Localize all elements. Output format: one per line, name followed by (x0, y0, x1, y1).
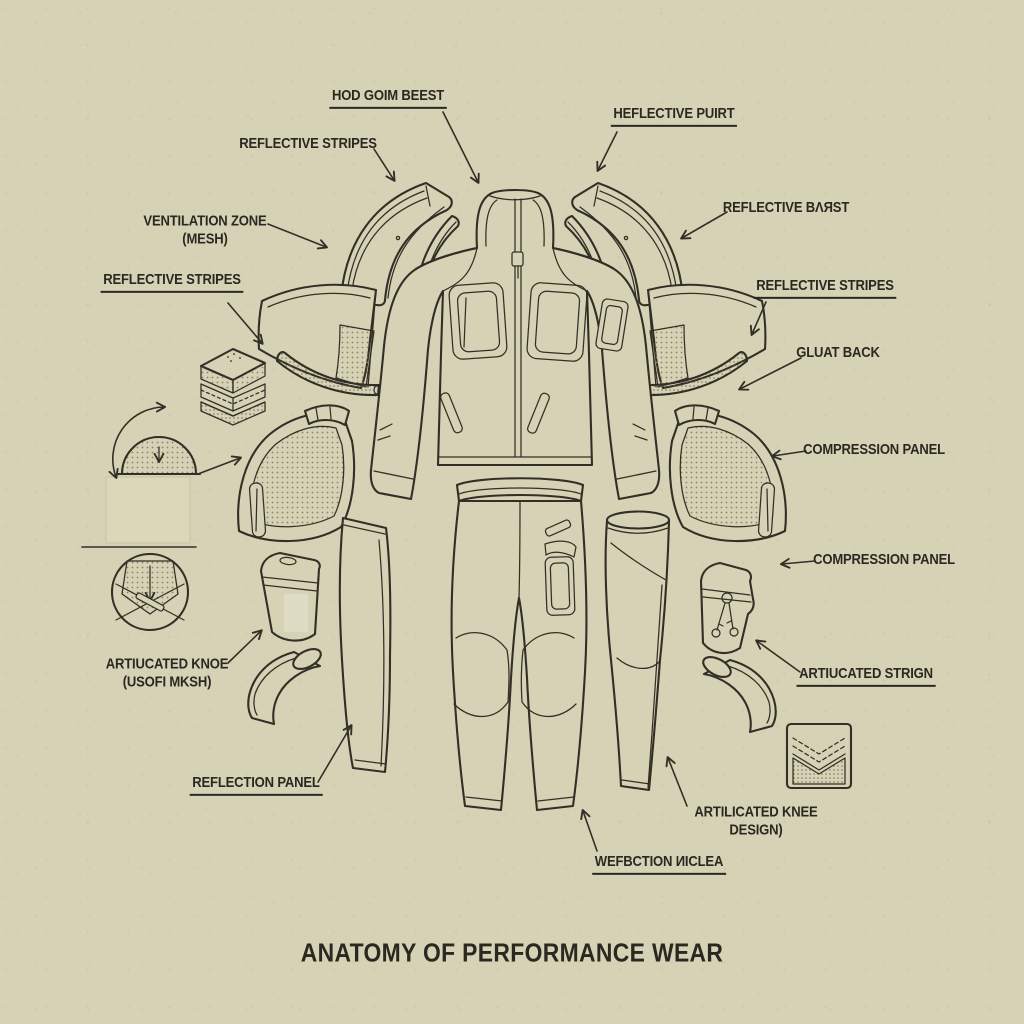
jacket (369, 188, 661, 501)
label-hood: HOD GOIM BEEST (329, 87, 447, 110)
label-compression-panel-lower: COMPRESSION PANEL (813, 550, 955, 568)
label-wefection-niclea: WEFBCTION ИICLEA (592, 853, 726, 876)
leader-arrow (267, 223, 328, 250)
cuff-piece-right (698, 651, 777, 734)
leader-arrow (770, 449, 807, 461)
label-reflective-puirt: HEFLECTIVE PUIRT (610, 105, 738, 128)
leader-arrow (755, 639, 801, 673)
leg-piece-left (338, 516, 392, 774)
fabric-stack (199, 347, 267, 426)
cuff-piece-left (247, 643, 326, 726)
leader-arrow (317, 724, 353, 783)
fabric-swatch-chevron (785, 722, 853, 790)
label-reflection-panel: REFLECTION PANEL (189, 774, 323, 797)
leader-arrow (738, 357, 802, 391)
label-artiucated-knoe: ARTIUCATED KNOE (USOFI MKSH) (105, 655, 229, 691)
label-artilicated-knee-design: ARTILICATED KNEE DESIGN) (694, 803, 818, 839)
compression-panel-piece-left (237, 404, 356, 543)
leader-arrows (197, 111, 816, 852)
shoulder-panel-right (642, 283, 767, 397)
leader-arrow (227, 629, 263, 664)
leg-piece-right (604, 510, 671, 792)
label-gluat-back: GLUAT BACK (796, 343, 880, 361)
leader-arrow (749, 301, 767, 336)
label-compression-panel-upper: COMPRESSION PANEL (803, 440, 945, 458)
key-pouch (699, 561, 755, 655)
leader-arrow (197, 455, 242, 475)
label-artiucated-strign: ARTIUCATED STRIGN (796, 665, 936, 688)
leader-arrow (680, 211, 728, 240)
label-reflective-burst: REFLECTIVE BΛЯST (722, 198, 850, 216)
dome-swatch (81, 401, 202, 548)
leader-arrow (779, 558, 816, 569)
leggings (450, 477, 588, 812)
leader-arrow (442, 111, 480, 184)
leader-arrow (596, 131, 618, 172)
leader-arrow (580, 809, 598, 852)
leader-arrow (373, 148, 396, 182)
label-reflective-stripes-right: REFLECTIVE STRIPES (753, 277, 897, 300)
shoulder-panel-left (257, 283, 382, 397)
fabric-detail-circle (110, 552, 190, 632)
leader-arrow (227, 302, 264, 345)
label-reflective-stripes-left: REFLECTIVE STRIPES (100, 271, 244, 294)
compression-panel-piece-right (668, 404, 787, 543)
leader-arrow (665, 756, 688, 807)
pocket-piece-left (259, 551, 321, 642)
diagram-title: ANATOMY OF PERFORMANCE WEAR (300, 937, 724, 968)
label-ventilation-zone: VENTILATION ZONE (MESH) (143, 212, 267, 248)
label-reflective-stripes-top: REFLECTIVE STRIPES (239, 134, 377, 152)
